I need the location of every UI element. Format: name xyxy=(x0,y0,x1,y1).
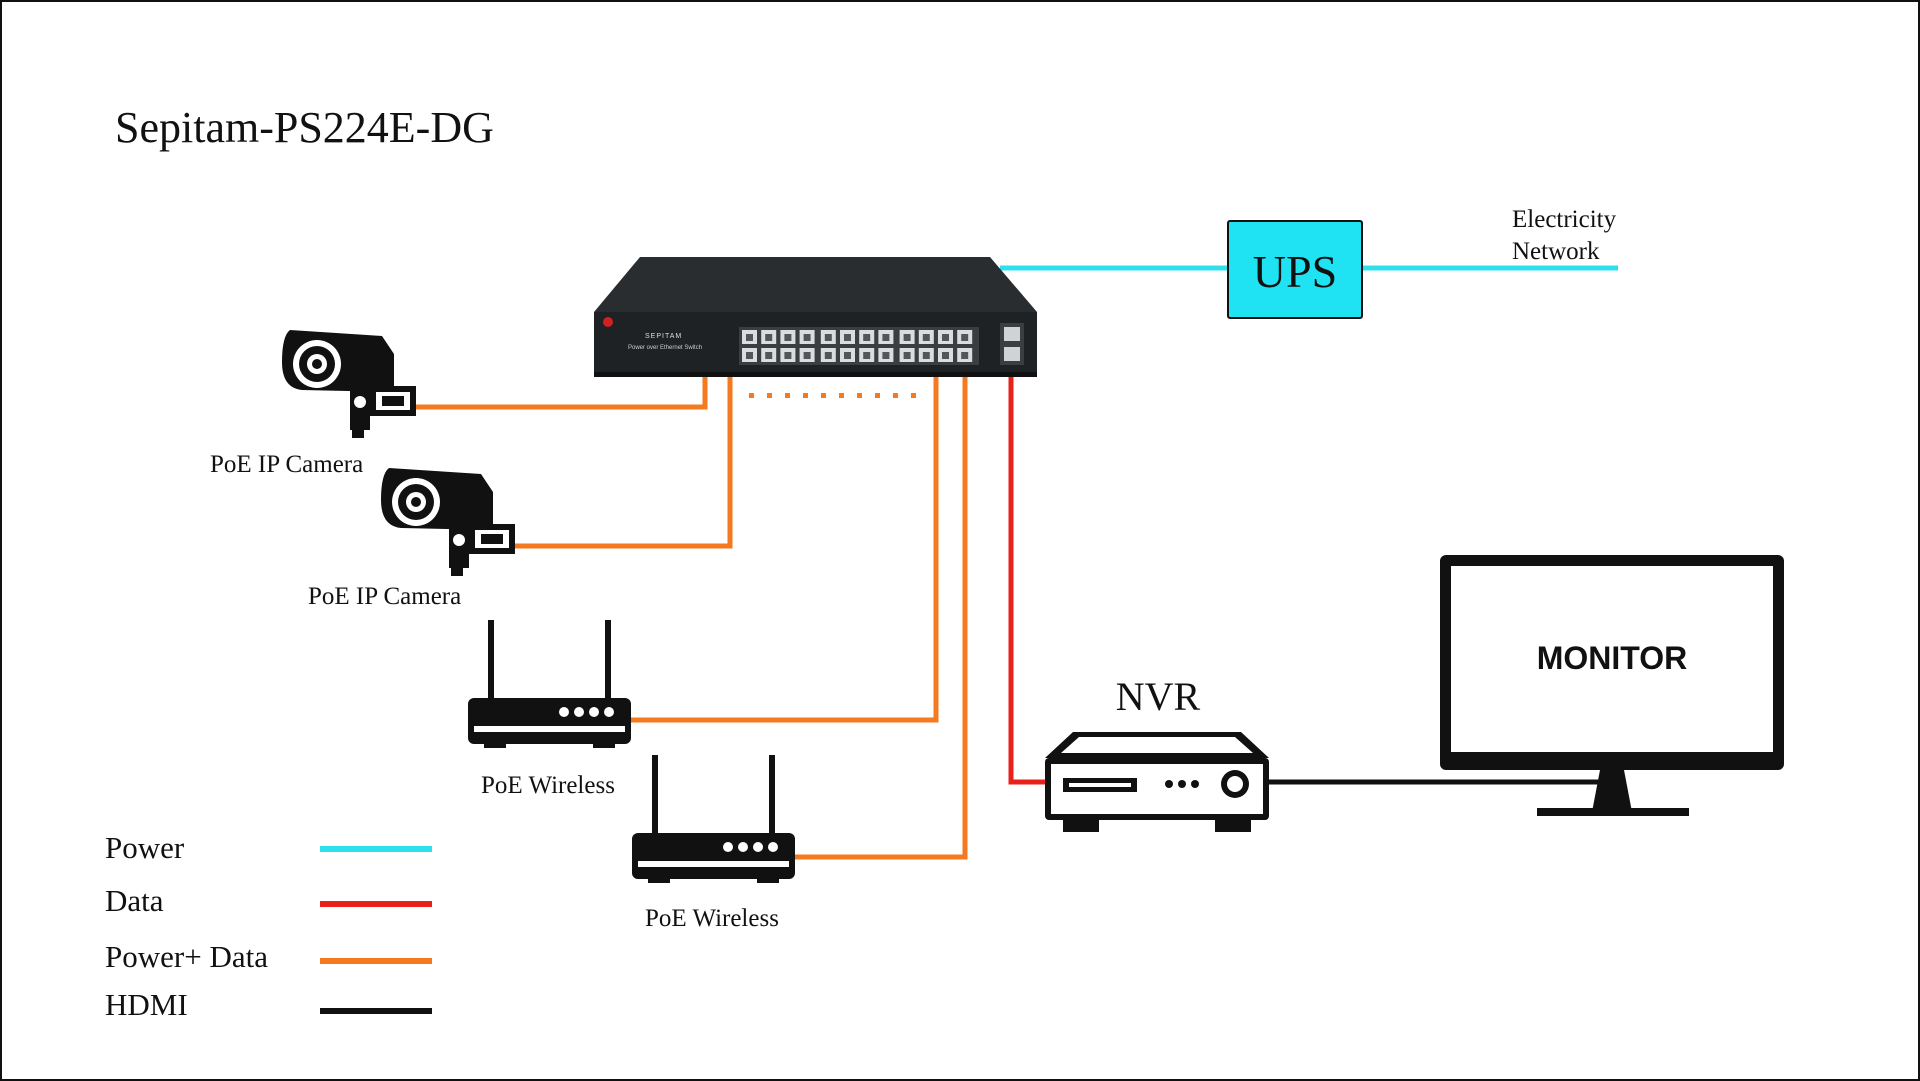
switch-subtitle: Power over Ethernet Switch xyxy=(628,345,702,351)
camera2-label: PoE IP Camera xyxy=(308,583,461,610)
electricity-label-line1: Electricity xyxy=(1512,206,1617,233)
poe-wire-wireless1 xyxy=(622,372,939,723)
legend-label-hdmi: HDMI xyxy=(105,987,188,1022)
ups-label: UPS xyxy=(1253,246,1337,297)
camera-icon-1 xyxy=(282,330,416,438)
ups-box: UPS xyxy=(1227,220,1363,319)
ethernet-port-socket xyxy=(746,352,753,359)
nvr-label: NVR xyxy=(1116,674,1201,719)
wireless2-label: PoE Wireless xyxy=(645,905,779,932)
ethernet-port-socket xyxy=(784,352,792,359)
legend-label-power-data: Power+ Data xyxy=(105,939,268,974)
electricity-label-line2: Network xyxy=(1512,238,1600,265)
wireless1-label: PoE Wireless xyxy=(481,772,615,799)
switch-ethernet-ports xyxy=(742,330,973,362)
poe-wire-camera1 xyxy=(412,372,708,410)
ethernet-port-socket xyxy=(824,352,832,359)
ethernet-port-socket xyxy=(863,352,871,359)
ethernet-port-socket xyxy=(922,352,930,359)
ethernet-port-socket xyxy=(746,334,753,341)
ethernet-port-socket xyxy=(942,352,949,359)
ethernet-port-socket xyxy=(844,334,851,341)
data-wire-nvr xyxy=(1008,375,1051,785)
ethernet-port-socket xyxy=(903,334,911,341)
ethernet-port-socket xyxy=(903,352,911,359)
ethernet-port-socket xyxy=(882,334,890,341)
switch-power-led-icon xyxy=(603,317,613,327)
legend-label-data: Data xyxy=(105,883,164,918)
legend-label-power: Power xyxy=(105,830,185,865)
ethernet-port-socket xyxy=(803,334,811,341)
ethernet-port-socket xyxy=(922,334,930,341)
ethernet-port-socket xyxy=(961,334,969,341)
camera-icon-2 xyxy=(381,468,515,576)
camera1-label: PoE IP Camera xyxy=(210,451,363,478)
ethernet-port-socket xyxy=(824,334,832,341)
router-icon-1 xyxy=(468,620,631,748)
poe-switch: SEPITAM Power over Ethernet Switch xyxy=(594,257,1037,377)
ethernet-port-socket xyxy=(882,352,890,359)
ethernet-port-socket xyxy=(803,352,811,359)
poe-wire-wireless2 xyxy=(787,372,968,860)
monitor-icon: MONITOR xyxy=(1440,555,1784,816)
ethernet-port-socket xyxy=(784,334,792,341)
ethernet-port-socket xyxy=(942,334,949,341)
nvr-icon xyxy=(1045,732,1269,832)
poe-wire-camera2 xyxy=(512,372,733,549)
diagram-title: Sepitam-PS224E-DG xyxy=(115,103,494,152)
legend: Power Data Power+ Data HDMI xyxy=(105,830,432,1022)
unused-port-dots xyxy=(749,393,916,398)
monitor-label: MONITOR xyxy=(1537,640,1688,676)
ethernet-port-socket xyxy=(765,334,773,341)
ethernet-port-socket xyxy=(961,352,969,359)
router-icon-2 xyxy=(632,755,795,883)
ethernet-port-socket xyxy=(863,334,871,341)
ethernet-port-socket xyxy=(765,352,773,359)
switch-brand: SEPITAM xyxy=(645,333,682,340)
ethernet-port-socket xyxy=(844,352,851,359)
